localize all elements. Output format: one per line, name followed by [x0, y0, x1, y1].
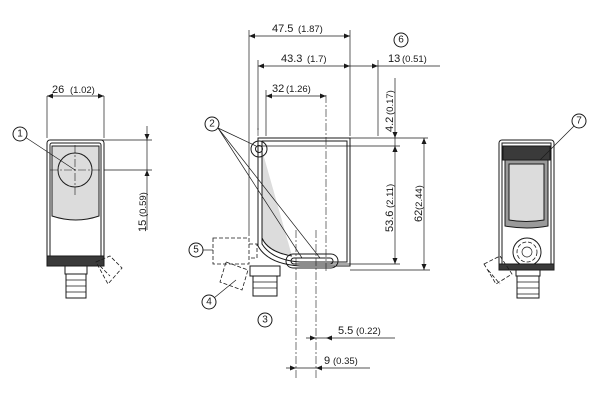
callout-2: 2: [204, 116, 321, 259]
dimension-lens-height: 15 (0.59): [100, 126, 152, 232]
side-width-value: 26: [52, 84, 64, 96]
lens-height-inch: (0.59): [138, 192, 149, 217]
offset-value: 13: [388, 53, 400, 65]
top-offset-value: 4.2: [384, 117, 396, 132]
callout-7-label: 7: [576, 116, 582, 127]
dimension-width-front: 32 (1.26): [265, 83, 326, 136]
callout-6-label: 6: [398, 35, 404, 46]
callout-4-label: 4: [206, 297, 212, 308]
width-overall-value: 47.5: [272, 23, 293, 35]
dimension-offset-top-right: 13 (0.51): [350, 53, 440, 136]
top-offset-inch: (0.17): [385, 90, 396, 115]
slot-offset-inch: (0.22): [356, 326, 381, 337]
width-overall-inch: (1.87): [298, 24, 323, 35]
callout-5-label: 5: [193, 245, 199, 256]
callout-1: 1: [12, 126, 76, 171]
dimension-total-height: 62 (2.44): [350, 138, 430, 271]
connector-offset-inch: (0.35): [333, 356, 358, 367]
width-front-value: 32: [272, 83, 284, 95]
callout-3-label: 3: [262, 315, 268, 326]
dimension-width-overall: 47.5 (1.87): [248, 23, 351, 236]
rear-view: [483, 139, 555, 299]
offset-inch: (0.51): [402, 54, 427, 65]
front-view: [46, 139, 123, 299]
dimension-side-width: 26 (1.02): [46, 84, 105, 138]
callout-3: 3: [257, 312, 273, 328]
callout-1-label: 1: [17, 129, 23, 140]
total-height-inch: (2.44): [414, 185, 425, 210]
side-width-inch: (1.02): [70, 85, 95, 96]
dimension-slot-offset: 5.5 (0.22): [306, 325, 395, 341]
hole-spacing-inch: (2.11): [385, 184, 396, 208]
callout-4: 4: [201, 279, 237, 310]
lens-height-value: 15: [137, 220, 149, 232]
total-height-value: 62: [413, 210, 425, 222]
callout-6: 6: [393, 32, 409, 48]
callout-2-label: 2: [209, 119, 215, 130]
width-body-inch: (1.7): [307, 54, 327, 65]
slot-offset-value: 5.5: [338, 325, 353, 337]
callout-7: 7: [539, 113, 587, 161]
width-body-value: 43.3: [281, 53, 302, 65]
hole-spacing-value: 53.6: [384, 211, 396, 232]
connector-offset-value: 9: [324, 355, 330, 367]
dimension-hole-spacing: 53.6 (2.11): [326, 146, 400, 265]
callout-5: 5: [188, 242, 213, 258]
side-view: [212, 95, 351, 378]
width-front-inch: (1.26): [286, 84, 311, 95]
dimension-connector-offset: 9 (0.35): [286, 355, 370, 371]
dimension-width-body: 43.3 (1.7): [257, 53, 350, 130]
